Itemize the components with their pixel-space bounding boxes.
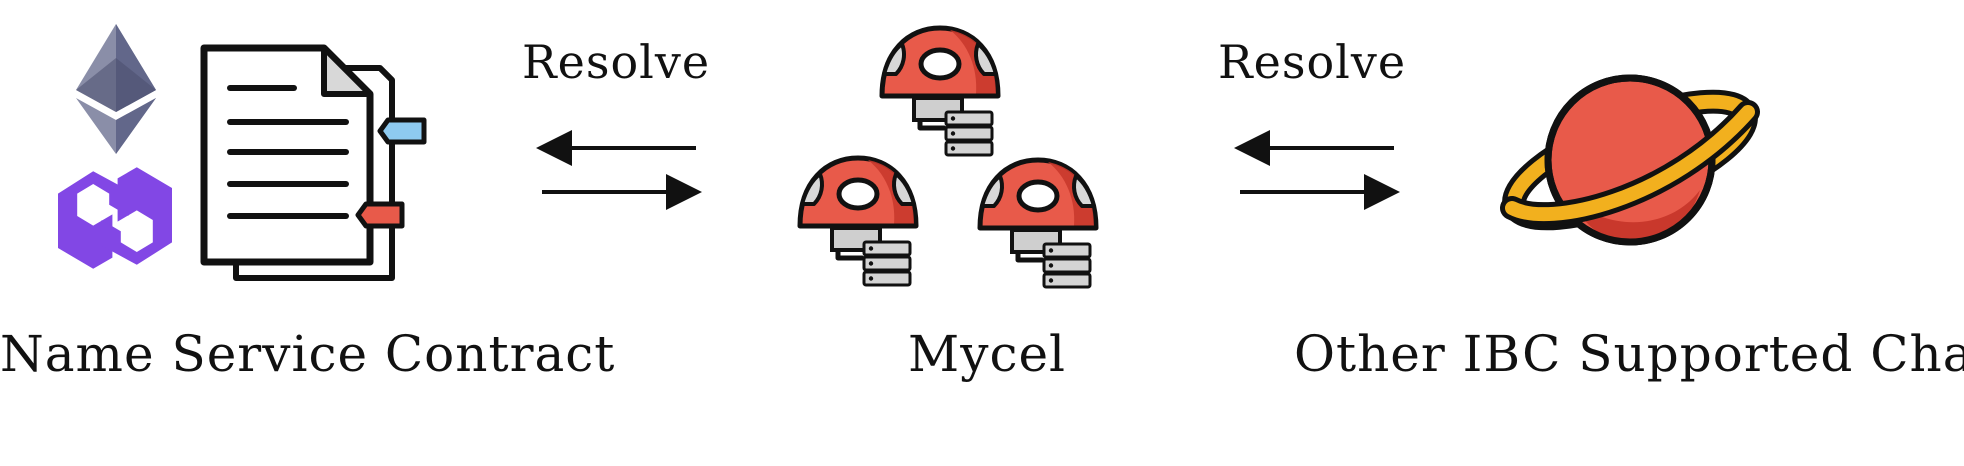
document-icon — [200, 44, 427, 281]
mushroom-server-icon-left — [800, 158, 916, 285]
name-service-contract-label: Name Service Contract — [0, 325, 616, 383]
bidirectional-arrows-icon-left — [534, 128, 704, 212]
other-ibc-chains-label: Other IBC Supported Chains — [1294, 325, 1964, 383]
bidirectional-arrows-icon-right — [1232, 128, 1402, 212]
resolve-label-right: Resolve — [1218, 35, 1407, 89]
resolve-label-left: Resolve — [522, 35, 711, 89]
ethereum-logo-icon — [76, 24, 156, 154]
mycel-label: Mycel — [908, 325, 1067, 383]
mushroom-server-icon-right — [980, 160, 1096, 287]
polygon-logo-icon — [58, 167, 172, 269]
planet-icon — [1500, 74, 1760, 246]
mushroom-server-icon-top — [882, 28, 998, 155]
